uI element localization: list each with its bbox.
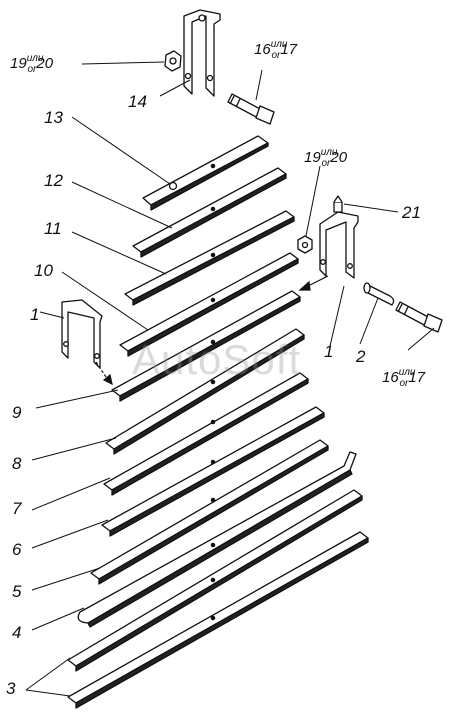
spring-leaf-5 <box>90 439 329 585</box>
spring-leaf-6 <box>101 406 325 537</box>
callout-4: 4 <box>12 623 22 642</box>
spring-leaf-11 <box>124 210 295 306</box>
bolt-16-17-top <box>227 93 275 125</box>
pin-2 <box>363 282 395 306</box>
spring-leaf-4 <box>77 451 357 628</box>
callout-2: 2 <box>356 347 366 366</box>
clamp-1-right <box>319 211 359 279</box>
bolt-16-17-right <box>395 301 443 333</box>
callout-8: 8 <box>12 454 22 473</box>
callout-19-or-20-top: 19илиor20 <box>10 53 54 75</box>
clamp-14 <box>183 9 221 97</box>
callout-16-or-17-right: 16илиor17 <box>382 367 426 389</box>
callout-6: 6 <box>12 540 22 559</box>
callout-21: 21 <box>402 203 421 222</box>
nut-19-20-top <box>164 50 182 72</box>
nut-19-20-right <box>297 235 313 254</box>
spring-leaf-3-upper <box>67 489 363 672</box>
spring-leaf-9 <box>111 290 301 402</box>
callout-16-or-17-top: 16илиor17 <box>254 39 298 61</box>
callout-1-left: 1 <box>30 305 40 324</box>
spring-leaf-7 <box>103 372 309 496</box>
callout-9: 9 <box>12 403 22 422</box>
callout-13: 13 <box>44 108 63 127</box>
callout-11: 11 <box>44 219 62 238</box>
spring-leaf-8 <box>105 328 305 455</box>
callout-10: 10 <box>34 261 53 280</box>
callout-12: 12 <box>44 171 63 190</box>
spring-leaf-12 <box>132 167 287 258</box>
grease-fitting-21 <box>333 195 343 213</box>
callout-3: 3 <box>6 679 16 698</box>
callout-5: 5 <box>12 582 22 601</box>
callout-19-or-20-right: 19илиor20 <box>304 147 348 169</box>
assembly-arrows <box>95 275 329 386</box>
spring-leaf-10 <box>119 252 299 357</box>
callout-1-right: 1 <box>324 342 334 361</box>
clamp-1-left <box>61 299 103 369</box>
callout-7: 7 <box>12 499 22 518</box>
callout-14: 14 <box>128 92 147 111</box>
spring-leaf-13 <box>142 135 269 211</box>
spring-leaf-3-lower <box>67 531 369 709</box>
leader-lines <box>25 61 435 697</box>
